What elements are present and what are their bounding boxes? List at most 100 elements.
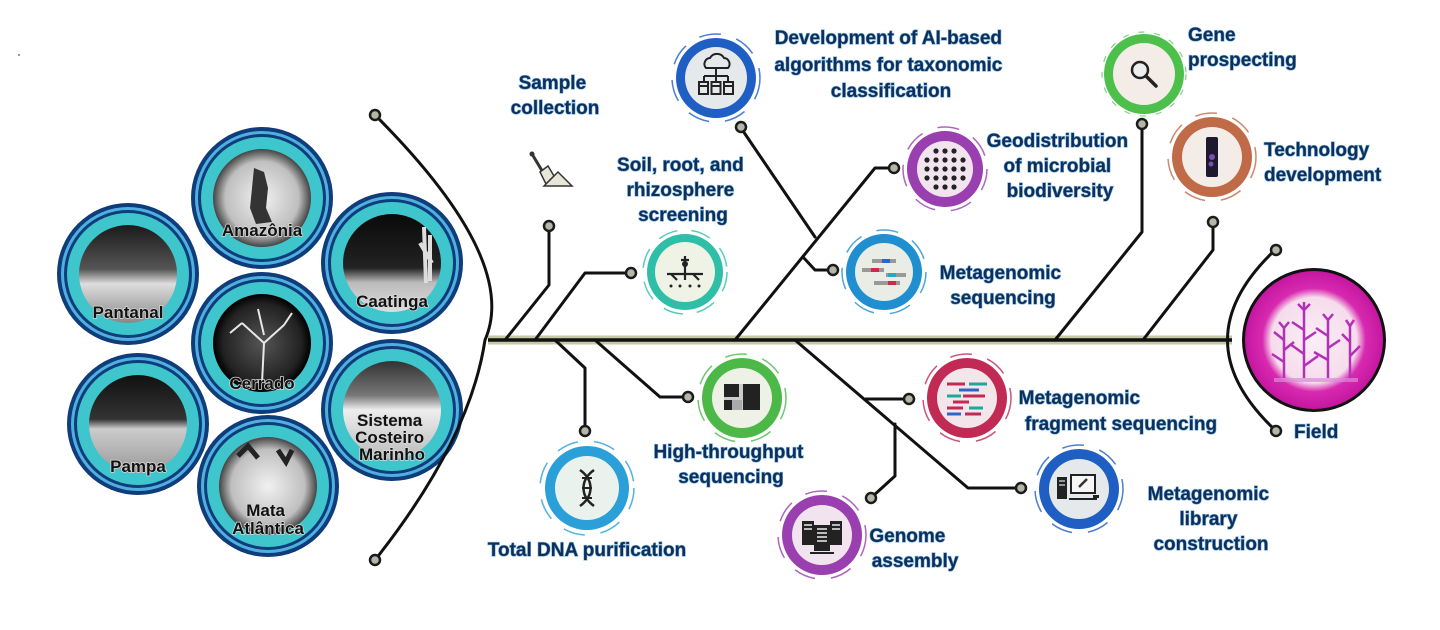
microbe-glyph	[933, 184, 939, 190]
biome-label: Pantanal	[93, 303, 164, 322]
biome-amazonia[interactable]: Amazônia	[191, 127, 333, 269]
step-geodistribution[interactable]: Geodistribution of microbial biodiversit…	[902, 126, 1134, 212]
microbe-glyph	[942, 175, 948, 181]
step-label: Development of AI-based algorithms for t…	[774, 28, 1007, 102]
biome-photo	[79, 225, 177, 323]
step-technology-development[interactable]: Technology development	[1167, 112, 1382, 202]
stray-mark	[18, 54, 20, 56]
step-metagenomic-sequencing[interactable]: Metagenomic sequencing	[841, 229, 1066, 315]
step-label: Geodistribution of microbial biodiversit…	[987, 131, 1134, 202]
biome-label: Pampa	[110, 457, 166, 476]
biome-cluster: Amazônia Pantanal Caatinga Cerrado Pampa	[57, 127, 463, 557]
biome-label: Sistema Costeiro Marinho	[355, 411, 429, 464]
step-total-dna[interactable]: Total DNA purification	[487, 440, 687, 562]
microbe-glyph	[924, 157, 930, 163]
biome-photo	[219, 437, 317, 535]
connector-dot	[368, 553, 382, 567]
branch-hts	[593, 338, 687, 399]
branch-genome-assembly	[871, 422, 897, 498]
step-sample-collection[interactable]: Sample collection	[510, 72, 600, 187]
step-genome-assembly[interactable]: Genome assembly	[777, 490, 959, 580]
biome-pampa[interactable]: Pampa	[67, 353, 209, 495]
step-library-construction[interactable]: Metagenomic library construction	[1034, 444, 1275, 556]
connector-dot	[864, 491, 878, 505]
microbe-glyph	[924, 175, 930, 181]
connector-dot	[368, 108, 382, 122]
connector-dot	[1269, 424, 1283, 438]
biome-photo	[89, 375, 187, 473]
tube-icon	[1206, 137, 1218, 177]
branch-total-dna	[553, 338, 587, 430]
reads-icon	[862, 259, 906, 285]
biome-photo	[343, 214, 441, 312]
microbe-glyph	[960, 175, 966, 181]
dna-icon	[579, 468, 595, 508]
branch-technology-development	[1141, 223, 1215, 342]
biome-sistema-costeiro-marinho[interactable]: Sistema Costeiro Marinho	[321, 339, 463, 481]
microbe-glyph	[951, 184, 957, 190]
step-gene-prospecting[interactable]: Gene prospecting	[1101, 24, 1297, 117]
microbe-glyph	[942, 148, 948, 154]
biome-mata-atlantica[interactable]: Mata Atlântica	[197, 415, 339, 557]
microbe-glyph	[924, 166, 930, 172]
microbe-glyph	[960, 166, 966, 172]
microbe-glyph	[951, 157, 957, 163]
connector-dot	[826, 263, 840, 277]
step-hts[interactable]: High-throughput sequencing	[653, 353, 808, 489]
microbe-glyph	[933, 175, 939, 181]
biome-pantanal[interactable]: Pantanal	[57, 203, 199, 345]
servers-icon	[802, 521, 842, 554]
connector-dot	[902, 392, 916, 406]
branch-gene-prospecting	[1053, 125, 1144, 342]
branch-geodistribution	[733, 166, 894, 342]
computer-icon	[1057, 474, 1099, 500]
step-label: Sample collection	[511, 73, 600, 119]
biome-photo	[213, 294, 311, 392]
connector-dot	[578, 424, 592, 438]
step-label: High-throughput sequencing	[653, 442, 808, 488]
sequencer-icon	[724, 384, 760, 410]
fragments-icon	[947, 382, 987, 416]
connector-dot	[1014, 481, 1028, 495]
cloud-network-icon	[698, 52, 734, 95]
connector-dot	[681, 390, 695, 404]
microbe-glyph	[951, 148, 957, 154]
connector-dot	[887, 161, 901, 175]
microbe-glyph	[942, 184, 948, 190]
connector-dot	[734, 120, 748, 134]
microbes-icon	[924, 148, 966, 190]
branch-metagenomic-sequencing	[801, 255, 832, 272]
step-label: Soil, root, and rhizosphere screening	[617, 155, 749, 226]
biome-cerrado[interactable]: Cerrado	[191, 272, 333, 414]
biome-label: Cerrado	[229, 374, 294, 393]
biome-caatinga[interactable]: Caatinga	[321, 192, 463, 334]
step-ai-algorithms[interactable]: Development of AI-based algorithms for t…	[671, 27, 1008, 123]
step-label: Total DNA purification	[488, 540, 686, 561]
branch-ai-algorithms	[739, 126, 817, 239]
magnifier-icon	[1130, 60, 1158, 88]
shovel-icon	[529, 151, 574, 187]
step-field[interactable]: Field	[1242, 268, 1386, 444]
connector-dot	[542, 219, 556, 233]
step-label: Genome assembly	[869, 526, 958, 572]
step-label: Gene prospecting	[1188, 25, 1297, 71]
connector-dot	[1269, 243, 1283, 257]
microbe-glyph	[942, 166, 948, 172]
microbe-glyph	[933, 157, 939, 163]
connector-dot	[1206, 215, 1220, 229]
biome-label: Mata Atlântica	[232, 501, 304, 538]
microbe-glyph	[933, 148, 939, 154]
biome-label: Caatinga	[356, 292, 428, 311]
branch-soil-screening	[533, 271, 632, 342]
step-fragment-sequencing[interactable]: Metagenomic fragment sequencing	[922, 353, 1218, 443]
step-label: Metagenomic fragment sequencing	[1019, 388, 1217, 435]
connector-dot	[624, 266, 638, 280]
branch-sample-collection	[503, 224, 551, 342]
step-soil-screening[interactable]: Soil, root, and rhizosphere screening	[616, 154, 749, 315]
microbe-glyph	[933, 166, 939, 172]
connector-dot	[1135, 117, 1149, 131]
branch-library-construction	[793, 338, 1020, 490]
plants-icon	[1271, 302, 1361, 382]
step-label: Metagenomic library construction	[1148, 484, 1275, 555]
